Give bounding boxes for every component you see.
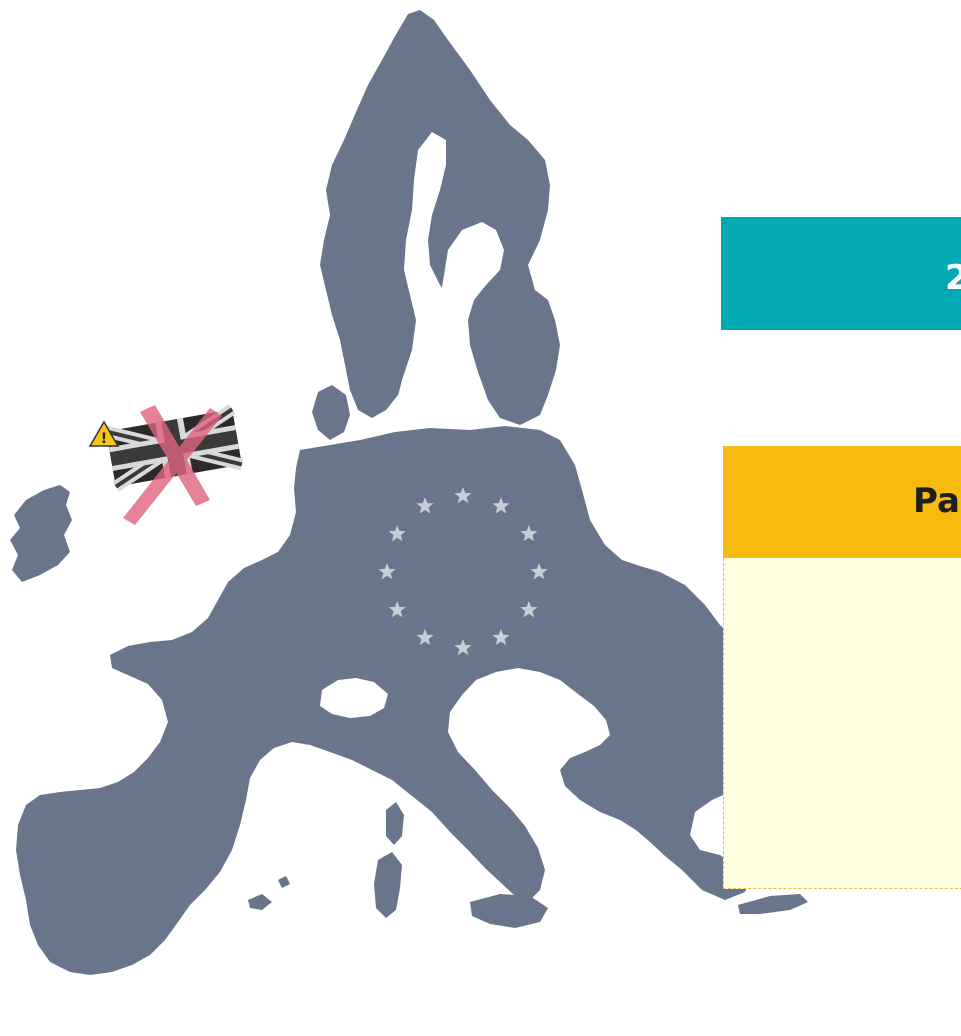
corsica-island [386, 802, 404, 845]
ireland-landmass [10, 485, 72, 582]
eu-star-icon [454, 487, 472, 504]
denmark-landmass [312, 385, 350, 440]
baltic-sea [396, 132, 454, 420]
sicily-island [470, 894, 548, 928]
eu-star-icon [530, 563, 548, 580]
red-x-cross-icon [123, 405, 222, 525]
eu-star-icon [492, 628, 510, 646]
card-header-text: Pa [913, 481, 960, 521]
eu-star-icon [388, 601, 406, 618]
scandinavia-landmass [320, 10, 560, 425]
uk-flag-marker: ! [88, 404, 244, 525]
teal-title-banner: 2 [721, 217, 961, 330]
eu-star-icon [416, 628, 434, 646]
crete-island [738, 894, 808, 914]
eu-star-icon [520, 525, 538, 542]
banner-text: 2 [945, 258, 961, 298]
warning-triangle-icon: ! [88, 420, 120, 447]
sardinia-island [374, 852, 402, 918]
eu-star-icon [416, 497, 434, 514]
balearic-islands [248, 876, 290, 910]
switzerland-gap [320, 678, 388, 718]
svg-text:!: ! [101, 431, 107, 447]
eu-star-icon [378, 563, 396, 580]
yellow-info-card: Pa [723, 446, 961, 889]
eu-star-icon [520, 601, 538, 618]
eu-star-icon [388, 525, 406, 542]
eu-star-circle [378, 487, 548, 656]
eu-star-icon [492, 497, 510, 514]
eu-star-icon [454, 639, 472, 656]
card-body [723, 558, 961, 889]
card-header: Pa [723, 446, 961, 558]
